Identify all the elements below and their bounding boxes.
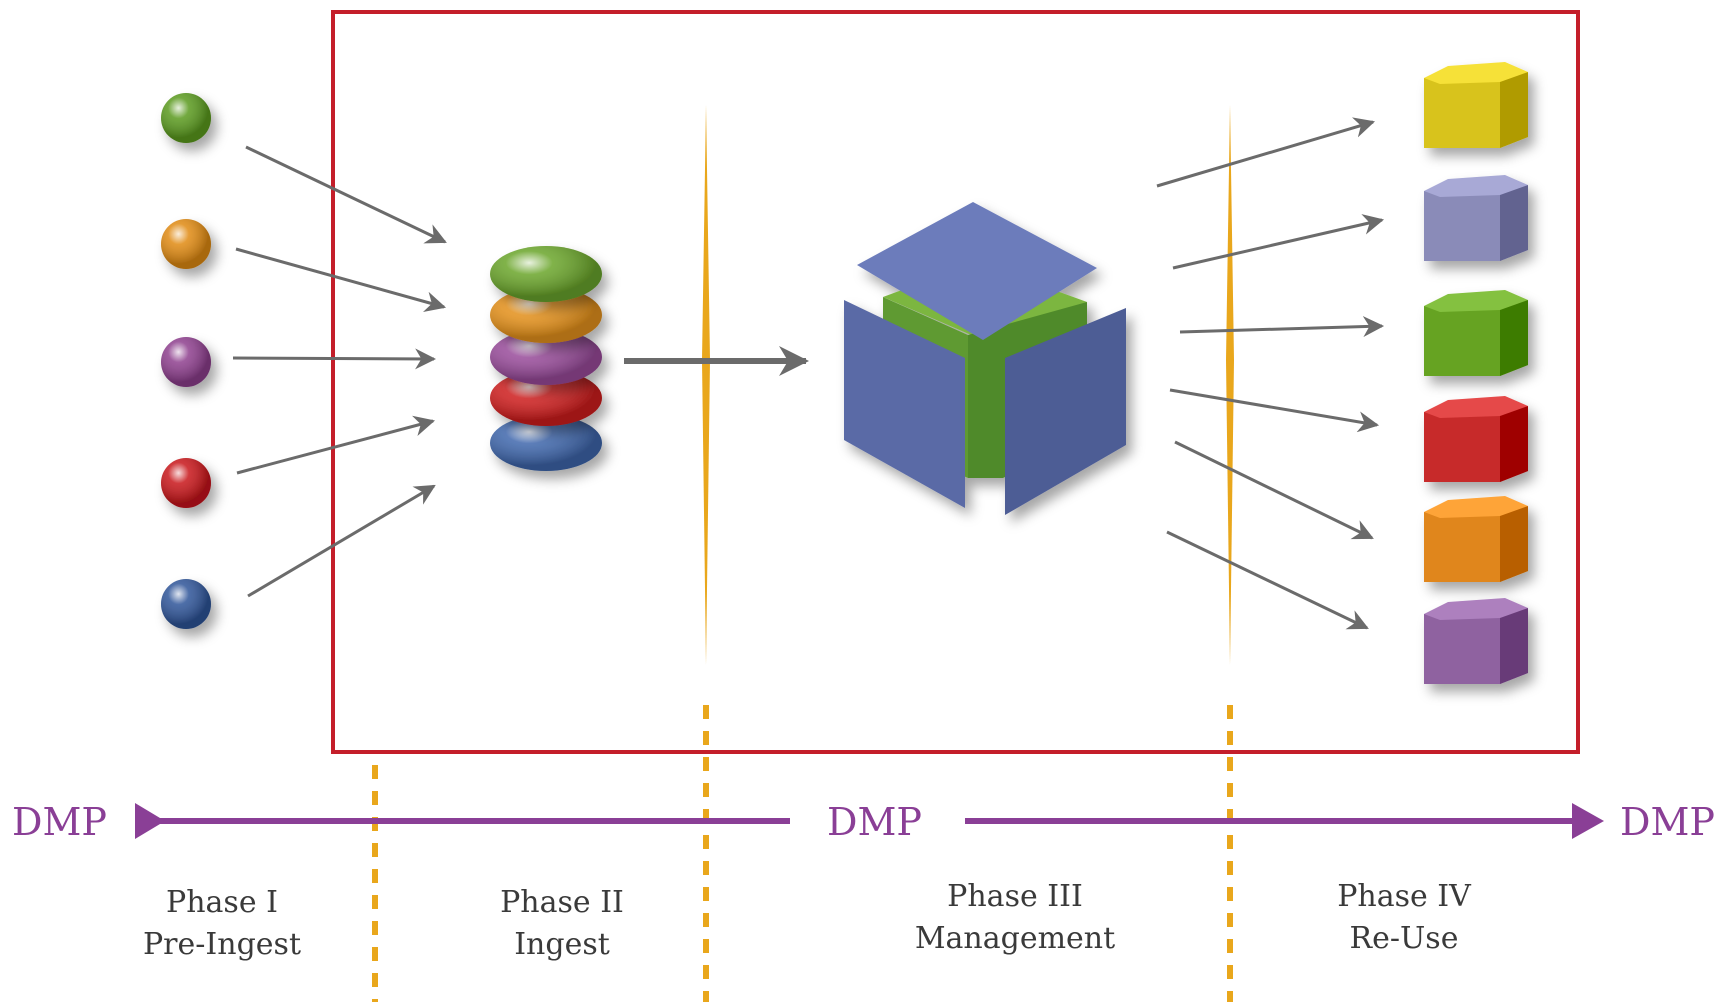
output-arrow <box>1156 117 1376 188</box>
input-arrow <box>232 348 437 370</box>
dmp-middle-label: DMP <box>827 800 922 844</box>
dmp-end-label: DMP <box>1620 800 1715 844</box>
phase-1-subtitle: Pre-Ingest <box>143 927 301 962</box>
output-block <box>1424 396 1528 482</box>
ingest-ellipsoid <box>490 246 602 302</box>
phase-4-subtitle: Re-Use <box>1350 921 1459 956</box>
dmp-start-label: DMP <box>12 800 107 844</box>
cube-right-face <box>1005 308 1126 515</box>
ingest-ellipsoid <box>490 370 602 426</box>
output-arrow <box>1172 213 1385 270</box>
ingest-separator <box>702 105 710 665</box>
output-arrow <box>1179 316 1385 338</box>
ingest-stack <box>490 246 602 471</box>
input-arrows <box>232 145 447 598</box>
output-block <box>1424 62 1528 148</box>
ingest-ellipsoid <box>490 329 602 385</box>
cube-left-face <box>844 300 965 508</box>
repository-cube <box>844 202 1126 515</box>
output-arrows <box>1156 117 1385 630</box>
input-sphere <box>161 337 211 387</box>
phase-2-title: Phase II <box>500 885 624 920</box>
input-sphere <box>161 93 211 143</box>
phase-1-title: Phase I <box>166 885 278 920</box>
dmp-timeline: DMP DMP DMP <box>12 800 1715 844</box>
access-separator <box>1226 105 1234 665</box>
input-arrow <box>247 484 436 598</box>
input-arrow <box>236 415 436 475</box>
phase-dividers <box>372 705 1233 1002</box>
timeline-start-triangle <box>135 803 165 839</box>
output-block <box>1424 290 1528 376</box>
timeline-end-triangle <box>1572 803 1604 839</box>
input-sphere <box>161 219 211 269</box>
input-sphere <box>161 579 211 629</box>
input-sphere <box>161 458 211 508</box>
ingest-ellipsoid <box>490 415 602 471</box>
output-blocks <box>1424 62 1528 684</box>
input-arrow <box>245 145 447 244</box>
input-arrow <box>235 247 447 313</box>
output-block <box>1424 496 1528 582</box>
phase-2-subtitle: Ingest <box>514 927 610 962</box>
output-arrow <box>1174 440 1374 540</box>
output-block <box>1424 175 1528 261</box>
output-arrow <box>1166 530 1369 630</box>
phase-3-subtitle: Management <box>915 921 1115 956</box>
phase-labels: Phase I Pre-Ingest Phase II Ingest Phase… <box>143 879 1472 962</box>
phase-4-title: Phase IV <box>1337 879 1472 914</box>
repository-frame <box>331 10 1580 754</box>
phase-3-title: Phase III <box>947 879 1083 914</box>
output-arrow <box>1169 388 1380 433</box>
ingest-ellipsoid <box>490 287 602 343</box>
cube-top-face <box>857 202 1097 340</box>
output-block <box>1424 598 1528 684</box>
input-spheres <box>161 93 211 629</box>
